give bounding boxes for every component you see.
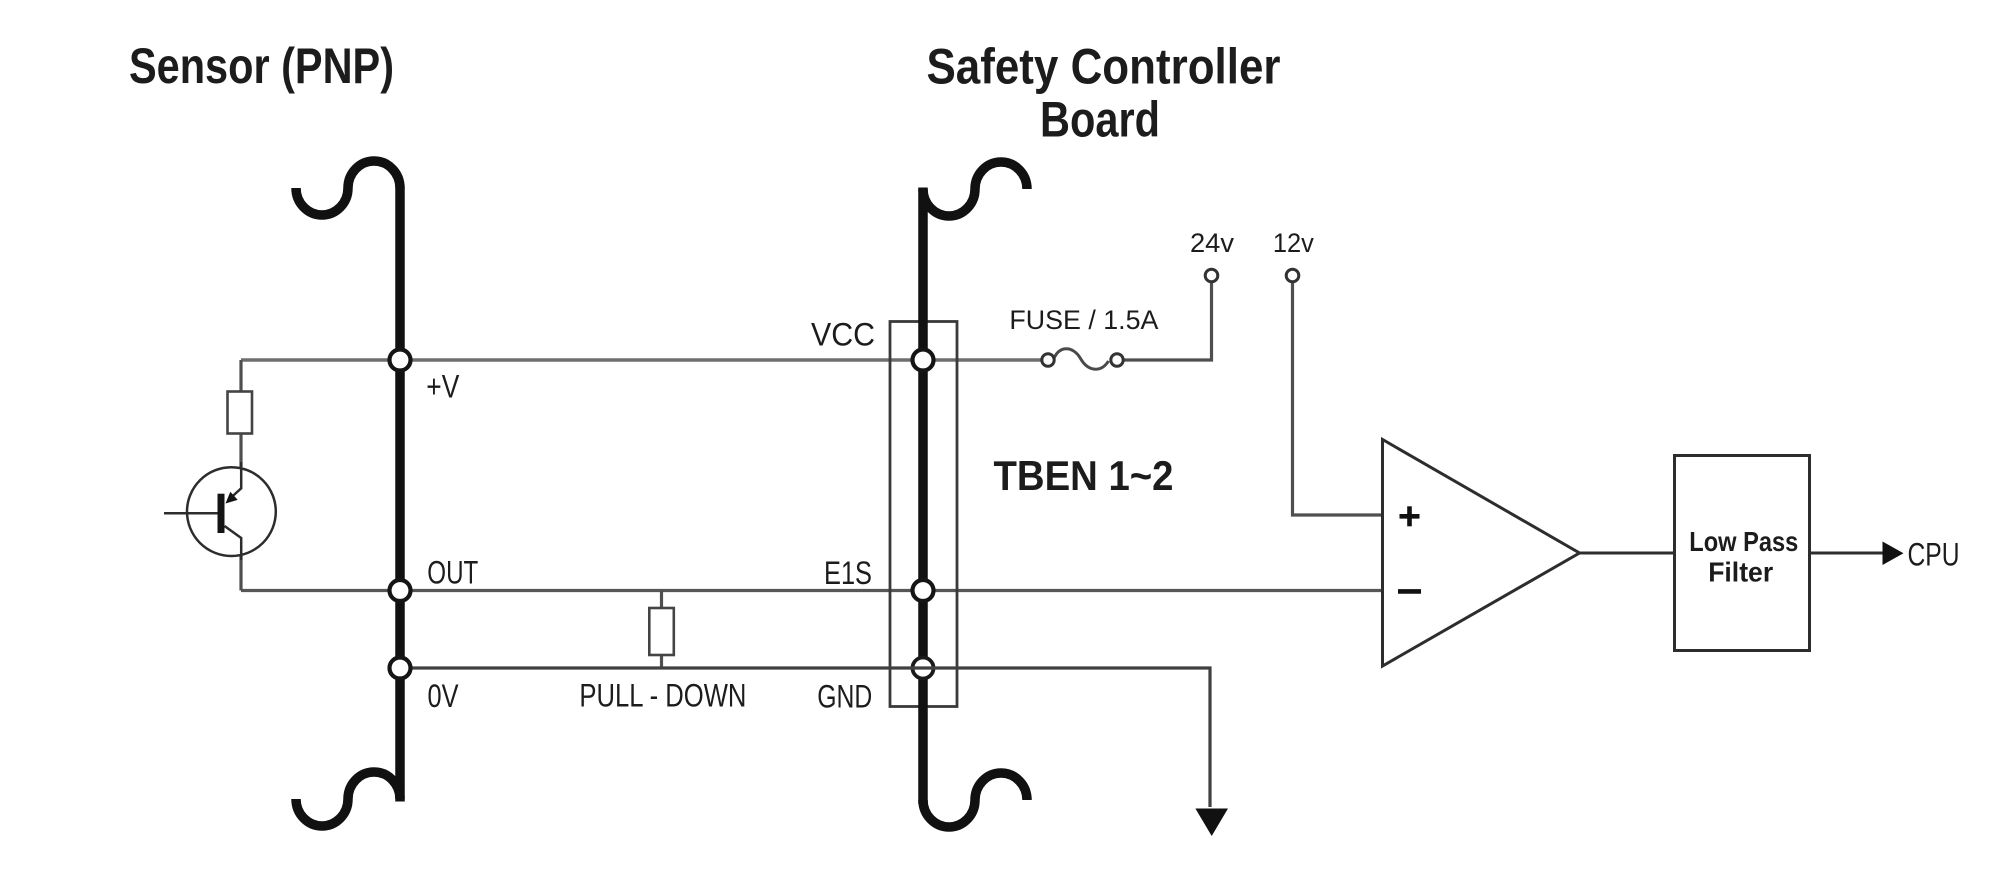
svg-text:0V: 0V	[428, 678, 460, 714]
svg-text:Sensor (PNP): Sensor (PNP)	[129, 37, 394, 94]
svg-text:OUT: OUT	[427, 554, 478, 590]
svg-text:24v: 24v	[1190, 228, 1234, 258]
svg-text:Board: Board	[1040, 91, 1160, 148]
svg-text:FUSE / 1.5A: FUSE / 1.5A	[1009, 305, 1158, 335]
svg-text:+V: +V	[426, 369, 460, 405]
svg-text:VCC: VCC	[811, 317, 875, 353]
svg-text:12v: 12v	[1273, 228, 1314, 258]
svg-text:TBEN 1~2: TBEN 1~2	[994, 452, 1174, 499]
svg-text:Filter: Filter	[1708, 557, 1773, 588]
svg-text:GND: GND	[817, 679, 872, 715]
svg-text:Low Pass: Low Pass	[1689, 526, 1798, 557]
svg-text:E1S: E1S	[824, 555, 872, 591]
svg-text:CPU: CPU	[1908, 536, 1960, 572]
svg-text:Safety Controller: Safety Controller	[927, 37, 1281, 94]
svg-text:PULL - DOWN: PULL - DOWN	[579, 678, 746, 714]
